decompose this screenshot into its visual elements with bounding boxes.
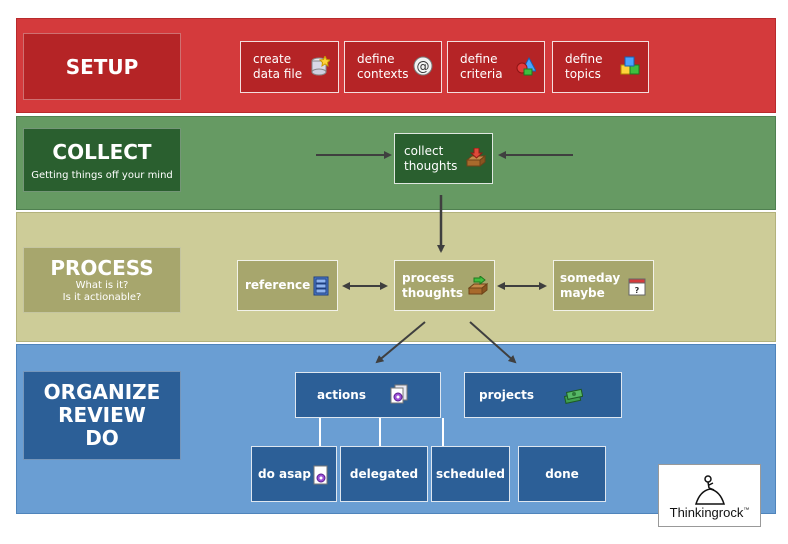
organize-title: ORGANIZE REVIEW DO — [23, 371, 181, 460]
collect-title: COLLECT Getting things off your mind — [23, 128, 181, 192]
document-gear-icon — [313, 465, 328, 485]
tray-arrow-icon — [468, 276, 488, 296]
process-title-text: PROCESS — [50, 256, 154, 280]
documents-gear-icon — [390, 384, 408, 404]
create-data-file-button[interactable]: create data file — [240, 41, 339, 93]
organize-title-line3: DO — [85, 426, 119, 450]
collect-thoughts-button[interactable]: collect thoughts — [394, 133, 493, 184]
database-star-icon — [311, 56, 330, 76]
define-criteria-button[interactable]: define criteria — [447, 41, 545, 93]
define-contexts-button[interactable]: define contexts @ — [344, 41, 442, 93]
delegated-button[interactable]: delegated — [340, 446, 428, 502]
setup-title-text: SETUP — [65, 54, 139, 79]
scheduled-button[interactable]: scheduled — [431, 446, 510, 502]
process-subtitle-2: Is it actionable? — [62, 292, 142, 303]
reference-button[interactable]: reference — [237, 260, 338, 311]
blocks-icon — [620, 56, 640, 75]
inbox-tray-icon — [466, 148, 486, 168]
do-asap-button[interactable]: do asap — [251, 446, 337, 502]
define-topics-button[interactable]: define topics — [552, 41, 649, 93]
svg-text:@: @ — [417, 60, 430, 75]
projects-label: projects — [479, 387, 534, 402]
delegated-label: delegated — [349, 466, 419, 481]
someday-maybe-label: someday maybe — [560, 270, 621, 300]
arrow-process-to-projects — [469, 321, 517, 364]
organize-title-line2: REVIEW — [58, 403, 146, 427]
collect-title-text: COLLECT — [52, 139, 152, 164]
at-sign-icon: @ — [413, 56, 433, 76]
define-topics-label: define topics — [565, 52, 603, 81]
logo-text: Thinkingrock™ — [669, 505, 750, 520]
setup-title: SETUP — [23, 33, 181, 100]
process-thoughts-label: process thoughts — [402, 270, 464, 300]
arrow-process-to-actions — [375, 321, 426, 364]
collect-subtitle: Getting things off your mind — [31, 169, 173, 181]
create-data-file-label: create data file — [253, 52, 303, 81]
scheduled-label: scheduled — [436, 466, 505, 481]
svg-text:?: ? — [635, 286, 640, 295]
projects-button[interactable]: projects — [464, 372, 622, 418]
process-subtitle-1: What is it? — [75, 280, 129, 291]
thinkingrock-logo: Thinkingrock™ — [658, 464, 761, 527]
shapes-icon — [516, 56, 536, 76]
process-thoughts-button[interactable]: process thoughts — [394, 260, 495, 311]
someday-maybe-button[interactable]: someday maybe ? — [553, 260, 654, 311]
done-label: done — [545, 466, 579, 481]
actions-label: actions — [317, 387, 366, 402]
process-title: PROCESS What is it? Is it actionable? — [23, 247, 181, 313]
actions-button[interactable]: actions — [295, 372, 441, 418]
define-contexts-label: define contexts — [357, 52, 409, 81]
do-asap-label: do asap — [258, 466, 311, 481]
money-stack-icon — [563, 388, 583, 404]
filing-cabinet-icon — [313, 276, 329, 296]
done-button[interactable]: done — [518, 446, 606, 502]
reference-label: reference — [245, 278, 311, 292]
define-criteria-label: define criteria — [460, 52, 503, 81]
rock-figure-icon — [694, 475, 725, 505]
organize-title-line1: ORGANIZE — [43, 380, 161, 404]
collect-thoughts-label: collect thoughts — [404, 143, 458, 173]
calendar-icon: ? — [628, 278, 646, 296]
